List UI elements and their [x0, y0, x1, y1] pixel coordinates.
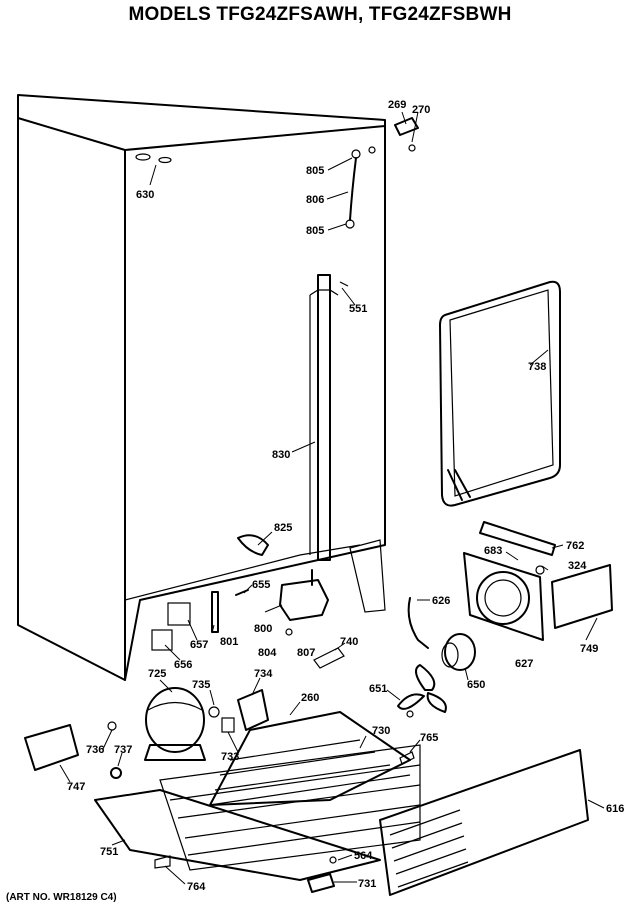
callout-651: 651 [369, 683, 387, 695]
callout-260: 260 [301, 692, 319, 704]
callout-805-bottom: 805 [306, 225, 324, 237]
callout-740: 740 [340, 636, 358, 648]
callout-630: 630 [136, 189, 154, 201]
callout-551: 551 [349, 303, 367, 315]
cabinet [17, 94, 386, 681]
drain-channel [309, 274, 339, 561]
callout-801: 801 [220, 636, 238, 648]
callout-830: 830 [272, 449, 290, 461]
callout-650: 650 [467, 679, 485, 691]
callout-747: 747 [67, 781, 85, 793]
callout-751: 751 [100, 846, 118, 858]
callout-683: 683 [484, 545, 502, 557]
callout-800: 800 [254, 623, 272, 635]
compressor [144, 687, 206, 761]
callout-733: 733 [221, 751, 239, 763]
callout-749: 749 [580, 643, 598, 655]
callout-807: 807 [297, 647, 315, 659]
callout-806: 806 [306, 194, 324, 206]
callout-269: 269 [388, 99, 406, 111]
callout-626: 626 [432, 595, 450, 607]
callout-764: 764 [187, 881, 206, 893]
leader-lines [59, 111, 605, 885]
callout-804: 804 [258, 647, 277, 659]
callout-737: 737 [114, 744, 132, 756]
fan-bracket [463, 521, 556, 641]
part-callouts: 269 270 805 806 805 630 551 738 830 825 … [67, 99, 624, 893]
callout-270: 270 [412, 104, 430, 116]
callout-564: 564 [354, 850, 373, 862]
callout-657: 657 [190, 639, 208, 651]
callout-825: 825 [274, 522, 292, 534]
callout-735: 735 [192, 679, 210, 691]
fan-motor-assembly [397, 597, 476, 718]
small-parts-bottom [154, 751, 415, 893]
callout-655: 655 [252, 579, 270, 591]
door-gasket [439, 280, 561, 507]
diagram-title: MODELS TFG24ZFSAWH, TFG24ZFSBWH [128, 4, 512, 25]
callout-765: 765 [420, 732, 438, 744]
control-panel [551, 564, 613, 629]
condenser-coil [159, 711, 421, 871]
callout-656: 656 [174, 659, 192, 671]
callout-725: 725 [148, 668, 166, 680]
callout-736: 736 [86, 744, 104, 756]
callout-762: 762 [566, 540, 584, 552]
callout-734: 734 [254, 668, 273, 680]
base-pan [94, 789, 381, 881]
mid-parts [151, 534, 345, 669]
callout-627: 627 [515, 658, 533, 670]
callout-324: 324 [568, 560, 587, 572]
callout-730: 730 [372, 725, 390, 737]
callout-805-top: 805 [306, 165, 324, 177]
callout-738: 738 [528, 361, 546, 373]
hinge-parts [339, 117, 419, 287]
callout-616: 616 [606, 803, 624, 815]
callout-731: 731 [358, 878, 376, 890]
art-number: (ART NO. WR18129 C4) [6, 892, 117, 903]
rear-access-cover [379, 749, 589, 896]
